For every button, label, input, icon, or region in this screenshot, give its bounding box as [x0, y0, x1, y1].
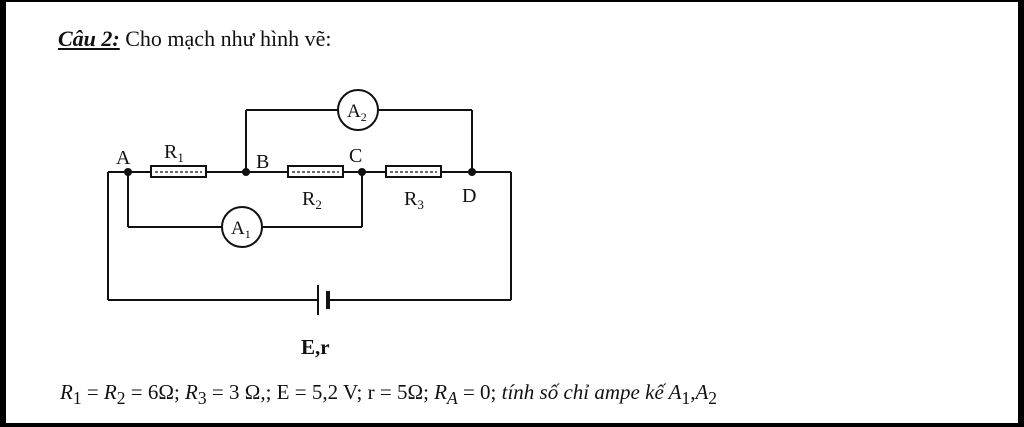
symbol-ra: R: [434, 380, 447, 404]
node-label-d: D: [462, 185, 476, 207]
text: ,: [690, 380, 696, 404]
symbol-a1: A: [668, 380, 682, 404]
subscript: 3: [197, 388, 207, 409]
question-heading: Câu 2: Cho mạch như hình vẽ:: [58, 26, 331, 52]
node-label-c: C: [349, 145, 362, 167]
subscript: 1: [681, 388, 691, 409]
subscript: 2: [708, 388, 718, 409]
symbol-r2: R: [103, 380, 117, 404]
ammeter-label-a1: A1: [231, 218, 251, 241]
junction-c: [358, 168, 366, 176]
task-text: tính số chỉ ampe kế: [501, 380, 669, 404]
text: = 0;: [457, 380, 502, 404]
subscript: A: [447, 388, 458, 409]
junction-a: [124, 168, 132, 176]
text: =: [81, 380, 104, 404]
source-label: E,r: [301, 335, 330, 359]
ammeter-label-a2: A2: [347, 101, 367, 124]
junction-b: [242, 168, 250, 176]
resistor-label-r3: R3: [404, 188, 424, 212]
symbol-a2: A: [695, 380, 709, 404]
symbol-r1: R: [60, 380, 73, 404]
resistor-label-r2: R2: [302, 188, 322, 212]
resistor-label-r1: R1: [164, 141, 184, 165]
circuit-diagram: A B C D R1 R2 R3 A2 A1 E,r: [107, 89, 512, 359]
subscript: 1: [72, 388, 82, 409]
subscript: 2: [116, 388, 126, 409]
question-text: Cho mạch như hình vẽ:: [125, 26, 332, 51]
problem-givens: R1 = R2 = 6Ω; R3 = 3 Ω,; E = 5,2 V; r = …: [60, 380, 717, 409]
node-label-b: B: [256, 151, 269, 173]
document-page: Câu 2: Cho mạch như hình vẽ:: [6, 2, 1018, 423]
junction-d: [468, 168, 476, 176]
text: = 6Ω;: [125, 380, 186, 404]
question-label: Câu 2:: [58, 26, 120, 51]
text: = 3 Ω,; E = 5,2 V; r = 5Ω;: [206, 380, 435, 404]
symbol-r3: R: [185, 380, 198, 404]
node-label-a: A: [116, 147, 131, 169]
